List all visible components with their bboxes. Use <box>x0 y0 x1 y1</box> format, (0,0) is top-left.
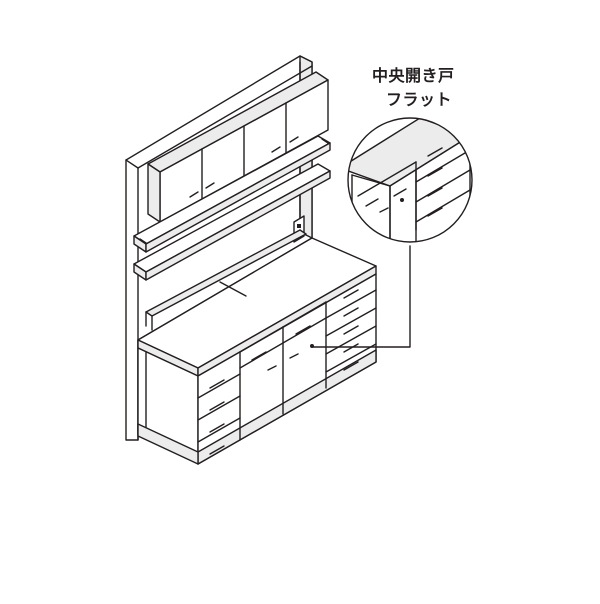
center-door-section <box>239 301 327 415</box>
callout-leader-line <box>312 245 411 348</box>
back-rail <box>145 229 307 331</box>
callout-subtitle: フラット <box>386 90 453 109</box>
upper-cabinet-handles <box>189 136 299 198</box>
left-drawer-stack <box>197 351 241 455</box>
base-cabinet <box>137 273 377 465</box>
upper-shelf <box>133 135 331 253</box>
detail-zoom-circle <box>347 117 473 243</box>
callout-title: 中央開き戸 <box>372 66 455 85</box>
counter-top <box>137 237 377 377</box>
right-drawer-stack <box>325 289 377 373</box>
lower-shelf <box>133 163 331 281</box>
upper-wall-cabinet <box>147 71 329 223</box>
